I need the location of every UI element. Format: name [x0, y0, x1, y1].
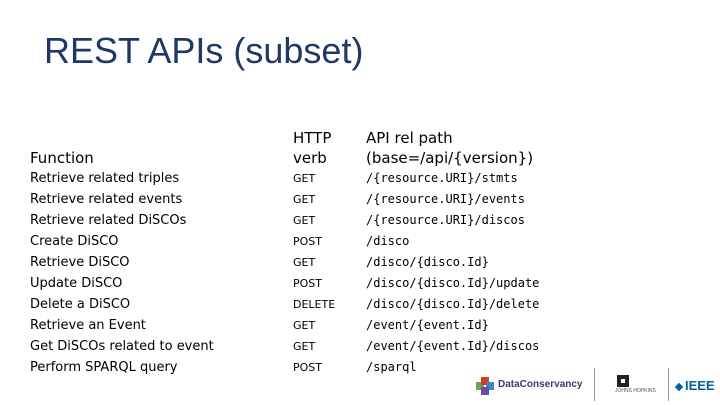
ieee-diamond-icon	[674, 382, 684, 391]
jhu-logo-text: JOHNS HOPKINS	[615, 388, 656, 394]
jhu-shield-icon	[617, 375, 629, 387]
function-cell: Perform SPARQL query	[30, 360, 178, 375]
function-cell: Retrieve DiSCO	[30, 255, 130, 270]
path-cell: /disco	[366, 234, 410, 248]
table-row: Retrieve related triples GET /{resource.…	[0, 170, 720, 191]
ieee-logo-text: IEEE	[685, 378, 715, 393]
verb-cell: DELETE	[293, 298, 336, 311]
function-cell: Create DiSCO	[30, 234, 119, 249]
table-row: Create DiSCO POST /disco	[0, 233, 720, 254]
path-cell: /disco/{disco.Id}/update	[366, 276, 540, 290]
table-row: Retrieve an Event GET /event/{event.Id}	[0, 317, 720, 338]
path-cell: /disco/{disco.Id}	[366, 255, 489, 269]
table-row: Perform SPARQL query POST /sparql	[0, 359, 720, 380]
path-cell: /event/{event.Id}/discos	[366, 339, 540, 353]
path-cell: /{resource.URI}/stmts	[366, 171, 518, 185]
function-cell: Retrieve an Event	[30, 318, 146, 333]
column-header-path: API rel path (base=/api/{version})	[366, 128, 533, 168]
verb-cell: POST	[293, 361, 322, 374]
verb-cell: GET	[293, 214, 316, 227]
verb-cell: GET	[293, 193, 316, 206]
function-cell: Retrieve related triples	[30, 171, 180, 186]
verb-cell: POST	[293, 277, 322, 290]
table-row: Retrieve DiSCO GET /disco/{disco.Id}	[0, 254, 720, 275]
dataconservancy-logo-text: DataConservancy	[498, 379, 583, 390]
verb-cell: GET	[293, 256, 316, 269]
table-row: Get DiSCOs related to event GET /event/{…	[0, 338, 720, 359]
jhu-logo: JOHNS HOPKINS	[615, 373, 656, 395]
footer-divider	[594, 368, 595, 401]
column-header-verb-line1: HTTP	[293, 129, 332, 147]
function-cell: Retrieve related DiSCOs	[30, 213, 187, 228]
path-cell: /event/{event.Id}	[366, 318, 489, 332]
table-row: Delete a DiSCO DELETE /disco/{disco.Id}/…	[0, 296, 720, 317]
column-header-path-line1: API rel path	[366, 129, 453, 147]
path-cell: /sparql	[366, 360, 417, 374]
path-cell: /disco/{disco.Id}/delete	[366, 297, 540, 311]
footer-divider	[668, 368, 669, 401]
function-cell: Retrieve related events	[30, 192, 183, 207]
verb-cell: GET	[293, 172, 316, 185]
column-header-verb-line2: verb	[293, 149, 327, 167]
table-row: Update DiSCO POST /disco/{disco.Id}/upda…	[0, 275, 720, 296]
function-cell: Get DiSCOs related to event	[30, 339, 214, 354]
table-row: Retrieve related DiSCOs GET /{resource.U…	[0, 212, 720, 233]
ieee-logo: IEEE	[674, 378, 715, 393]
verb-cell: GET	[293, 340, 316, 353]
verb-cell: GET	[293, 319, 316, 332]
function-cell: Delete a DiSCO	[30, 297, 131, 312]
function-cell: Update DiSCO	[30, 276, 123, 291]
path-cell: /{resource.URI}/events	[366, 192, 525, 206]
verb-cell: POST	[293, 235, 322, 248]
slide-title: REST APIs (subset)	[44, 30, 364, 71]
column-header-verb: HTTP verb	[293, 128, 331, 168]
path-cell: /{resource.URI}/discos	[366, 213, 525, 227]
column-header-function: Function	[30, 149, 94, 167]
table-row: Retrieve related events GET /{resource.U…	[0, 191, 720, 212]
dataconservancy-mark-icon	[476, 377, 494, 395]
footer-logos: DataConservancy JOHNS HOPKINS IEEE	[0, 368, 720, 405]
dataconservancy-logo: DataConservancy	[476, 376, 582, 396]
column-header-path-line2: (base=/api/{version})	[366, 149, 534, 167]
